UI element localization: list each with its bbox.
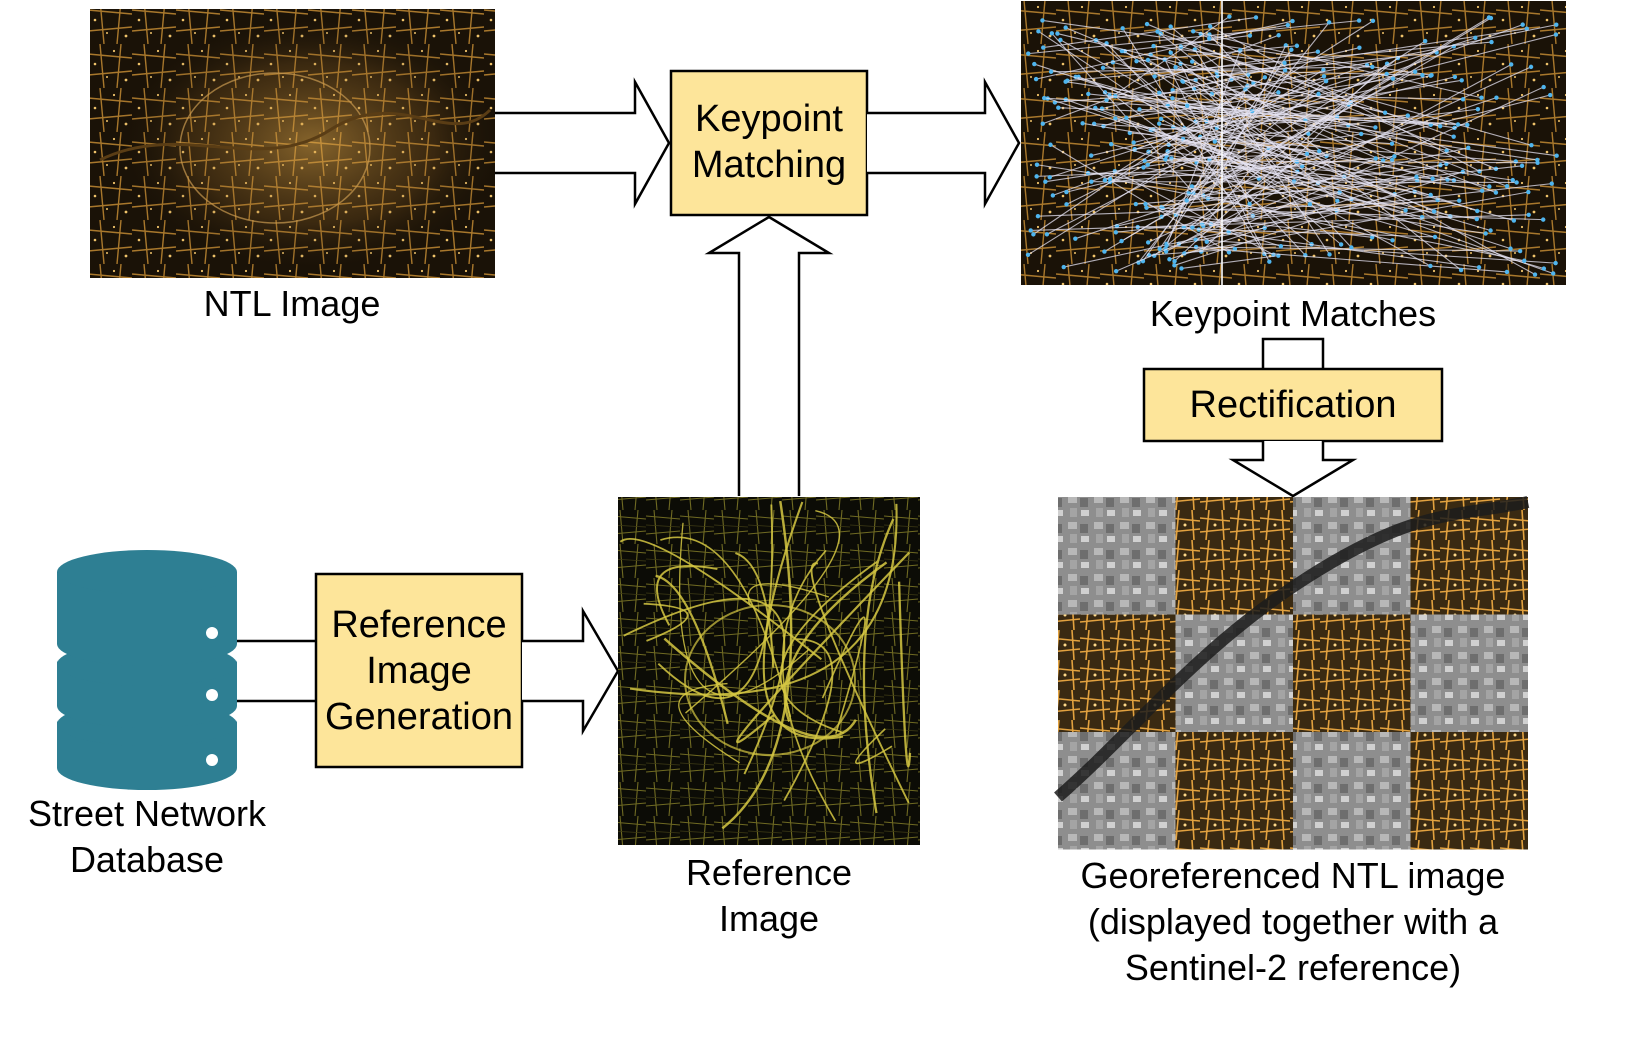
reference-generation-label-line1: Reference: [331, 604, 506, 646]
keypoint-matching-label-line2: Matching: [692, 144, 846, 186]
ntl-image-caption: NTL Image: [204, 283, 381, 324]
arrow-matching-to-matches: [867, 77, 1021, 209]
reference-generation-box: [314, 572, 524, 769]
georeferenced-caption-line1: Georeferenced NTL image: [1081, 855, 1506, 896]
arrow-ntl-to-matching: [495, 77, 671, 209]
rectification-box: [1142, 367, 1444, 443]
reference-generation-label-line3: Generation: [325, 696, 513, 738]
arrow-rectification-to-georeferenced: [1228, 441, 1358, 498]
reference-roads: [619, 500, 912, 830]
reference-generation-label-line2: Image: [366, 650, 472, 692]
keypoint-matches-caption: Keypoint Matches: [1150, 293, 1436, 334]
keypoint-matching-box: [669, 69, 869, 217]
arrow-reference-to-matching: [704, 215, 834, 496]
match-lines: [1025, 14, 1559, 277]
keypoint-matching-label-line1: Keypoint: [695, 98, 843, 140]
database-caption-line1: Street Network: [28, 793, 267, 834]
database-icon: [57, 550, 237, 790]
reference-image: [618, 497, 920, 845]
reference-image-caption-line1: Reference: [686, 852, 852, 893]
database-caption-line2: Database: [70, 839, 224, 880]
rectification-label: Rectification: [1190, 384, 1397, 426]
connector-matches-to-rectification: [1261, 337, 1325, 369]
georeferenced-image: [1054, 496, 1530, 850]
georeferenced-caption-line3: Sentinel-2 reference): [1125, 947, 1461, 988]
ntl-image: [90, 9, 495, 278]
georeferenced-caption-line2: (displayed together with a: [1088, 901, 1499, 942]
arrow-generation-to-reference: [522, 606, 620, 736]
reference-image-caption-line2: Image: [719, 898, 819, 939]
keypoint-matches-image: [1021, 1, 1566, 285]
